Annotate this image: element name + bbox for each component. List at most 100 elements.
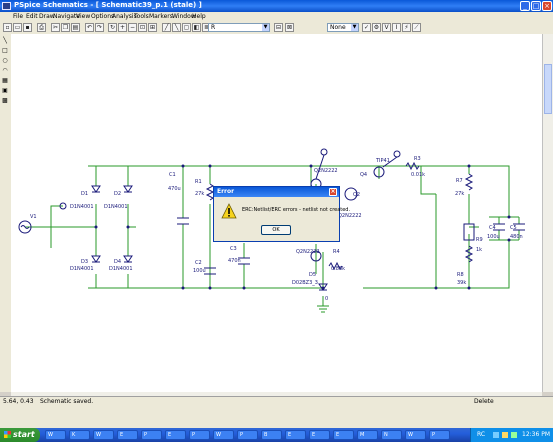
ok-button[interactable]: OK — [261, 225, 291, 235]
rectangle-tool-icon[interactable]: □ — [2, 47, 8, 54]
current-marker-icon[interactable]: I — [392, 23, 401, 32]
taskbar-item[interactable]: E — [165, 430, 186, 440]
paste-icon[interactable]: ▤ — [71, 23, 80, 32]
menu-tools[interactable]: Tools — [134, 13, 149, 20]
taskbar-item[interactable]: W — [93, 430, 114, 440]
taskbar-item[interactable]: E — [333, 430, 354, 440]
label-r8: R8 — [457, 272, 464, 278]
block-icon[interactable]: ▢ — [182, 23, 191, 32]
color-tool-icon[interactable]: ▦ — [2, 77, 8, 84]
color-combo[interactable]: None▼ — [327, 23, 359, 32]
label-r3-value: 0.01k — [411, 172, 426, 178]
taskbar-item[interactable]: K — [69, 430, 90, 440]
zoom-out-icon[interactable]: − — [128, 23, 137, 32]
part-combo[interactable]: R▼ — [208, 23, 270, 32]
label-r1-value: 27k — [195, 191, 205, 197]
vertical-scrollbar[interactable] — [542, 34, 553, 392]
menu-draw[interactable]: Draw — [39, 13, 55, 20]
get-part-icon[interactable]: ◧ — [192, 23, 201, 32]
probe-icon[interactable]: ⟋ — [412, 23, 421, 32]
taskbar-item[interactable]: W — [45, 430, 66, 440]
menu-window[interactable]: Window — [172, 13, 196, 20]
taskbar-item[interactable]: B — [261, 430, 282, 440]
label-c2-value: 100u — [193, 268, 206, 274]
redo-icon[interactable]: ↷ — [95, 23, 104, 32]
taskbar-item[interactable]: E — [309, 430, 330, 440]
close-button[interactable]: × — [542, 1, 552, 11]
symbol-icon[interactable]: ⊟ — [274, 23, 283, 32]
app-icon[interactable] — [2, 2, 11, 10]
simulate-icon[interactable]: ✓ — [362, 23, 371, 32]
zoom-fit-icon[interactable]: ⊞ — [148, 23, 157, 32]
status-message: Schematic saved. — [40, 398, 94, 405]
scroll-thumb[interactable] — [544, 64, 552, 114]
cut-icon[interactable]: ✂ — [51, 23, 60, 32]
taskbar-item[interactable]: P — [141, 430, 162, 440]
label-d5-model: D02BZ3_3 — [292, 280, 318, 286]
label-c3-value: 470n — [228, 258, 241, 264]
zoom-in-icon[interactable]: + — [118, 23, 127, 32]
label-ground: 0 — [325, 296, 329, 302]
voltage-marker-icon[interactable]: V — [382, 23, 391, 32]
copy-icon[interactable]: ❐ — [61, 23, 70, 32]
label-c1: C1 — [169, 172, 176, 178]
label-d1: D1 — [81, 191, 89, 197]
label-c1-value: 470u — [168, 186, 181, 192]
arc-tool-icon[interactable]: ◠ — [2, 67, 8, 74]
volume-icon[interactable] — [502, 432, 508, 438]
network-icon[interactable] — [493, 432, 499, 438]
dialog-close-button[interactable]: × — [329, 188, 337, 196]
circle-tool-icon[interactable]: ○ — [2, 57, 8, 64]
chevron-down-icon[interactable]: ▼ — [351, 24, 358, 31]
label-r3: R3 — [414, 156, 421, 162]
taskbar-item[interactable]: N — [381, 430, 402, 440]
horizontal-scrollbar[interactable] — [11, 392, 542, 396]
menu-view[interactable]: View — [76, 13, 91, 20]
open-icon[interactable]: ▭ — [13, 23, 22, 32]
part-browser-icon[interactable]: ⊠ — [285, 23, 294, 32]
menu-options[interactable]: Options — [91, 13, 115, 20]
taskbar-item[interactable]: E — [117, 430, 138, 440]
label-d4-model: D1N4001 — [109, 266, 133, 272]
setup-icon[interactable]: ⚙ — [372, 23, 381, 32]
taskbar-item[interactable]: P — [237, 430, 258, 440]
menu-edit[interactable]: Edit — [26, 13, 38, 20]
taskbar-item[interactable]: E — [285, 430, 306, 440]
pattern-tool-icon[interactable]: ▩ — [2, 97, 8, 104]
taskbar-item[interactable]: W — [213, 430, 234, 440]
print-icon[interactable]: ⎙ — [37, 23, 46, 32]
redraw-icon[interactable]: ↻ — [108, 23, 117, 32]
label-q2: Q2 — [353, 192, 361, 198]
label-d5: D5 — [309, 272, 317, 278]
minimize-button[interactable]: _ — [520, 1, 530, 11]
taskbar-item[interactable]: W — [405, 430, 426, 440]
taskbar-item[interactable]: P — [429, 430, 450, 440]
label-d2-model: D1N4001 — [104, 204, 128, 210]
taskbar-item[interactable]: M — [357, 430, 378, 440]
undo-icon[interactable]: ↶ — [85, 23, 94, 32]
menu-file[interactable]: File — [13, 13, 24, 20]
wire-icon[interactable]: ╱ — [162, 23, 171, 32]
menu-markers[interactable]: Markers — [149, 13, 173, 20]
line-tool-icon[interactable]: ╲ — [3, 37, 7, 44]
security-icon[interactable] — [511, 432, 517, 438]
start-button[interactable]: start — [0, 428, 40, 442]
menu-navigate[interactable]: Navigate — [53, 13, 80, 20]
taskbar-item[interactable]: P — [189, 430, 210, 440]
label-r1: R1 — [195, 179, 202, 185]
chevron-down-icon[interactable]: ▼ — [262, 24, 269, 31]
menu-help[interactable]: Help — [192, 13, 206, 20]
label-r4: R4 — [333, 249, 340, 255]
maximize-button[interactable]: □ — [531, 1, 541, 11]
menu-analysis[interactable]: Analysis — [112, 13, 137, 20]
save-icon[interactable]: ▪ — [23, 23, 32, 32]
zoom-area-icon[interactable]: ⊡ — [138, 23, 147, 32]
fill-tool-icon[interactable]: ▣ — [2, 87, 8, 94]
menu-bar: File Edit Draw Navigate View Options Ana… — [0, 12, 553, 21]
title-bar: PSpice Schematics - [ Schematic39_p.1 (s… — [0, 0, 553, 12]
warning-icon — [221, 203, 237, 219]
new-icon[interactable]: ▫ — [3, 23, 12, 32]
label-q4: Q4 — [360, 172, 368, 178]
bus-icon[interactable]: ╲ — [172, 23, 181, 32]
bias-display-icon[interactable]: ⚡ — [402, 23, 411, 32]
